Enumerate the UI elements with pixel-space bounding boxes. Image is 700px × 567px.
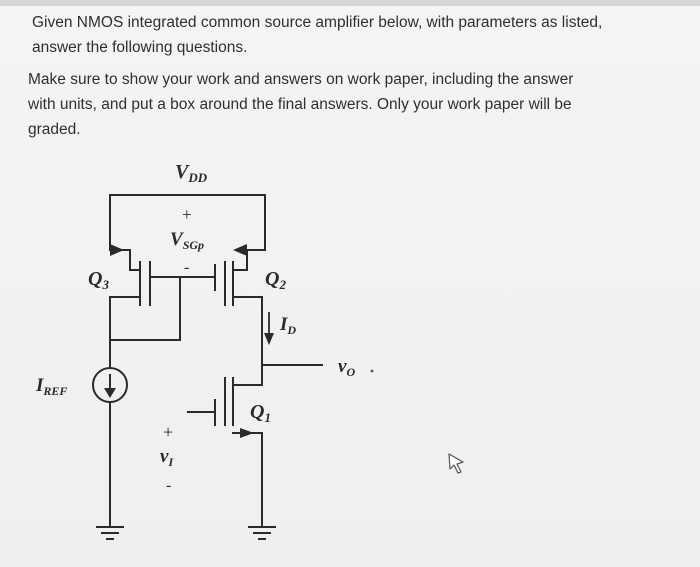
- id-label: ID: [279, 314, 296, 337]
- top-rule: [0, 0, 700, 6]
- ground-icon: [248, 526, 276, 540]
- vdd-rail-wire: [109, 194, 266, 251]
- stray-dot: [370, 369, 374, 373]
- vi-label: vI: [160, 446, 174, 469]
- q1-drain-wire: [232, 364, 263, 386]
- instructions-line-1: Make sure to show your work and answers …: [28, 71, 574, 88]
- vsgp-minus-sign: -: [184, 259, 189, 276]
- ground-icon: [96, 526, 124, 540]
- question-line-1: Given NMOS integrated common source ampl…: [32, 14, 603, 31]
- q2-transistor: [224, 249, 263, 366]
- q2-label: Q2: [265, 268, 286, 292]
- vi-plus-sign: +: [163, 422, 173, 442]
- instructions-line-2: with units, and put a box around the fin…: [28, 96, 572, 113]
- instructions-text: Make sure to show your work and answers …: [28, 67, 678, 142]
- gate-tie-wire: [109, 264, 216, 341]
- id-arrow-icon: [264, 333, 274, 345]
- vo-label: vO: [338, 356, 355, 379]
- cursor-arrow-icon: [448, 453, 464, 474]
- question-text: Given NMOS integrated common source ampl…: [32, 10, 682, 60]
- vi-minus-sign: -: [166, 477, 171, 494]
- iref-label: IREF: [35, 375, 67, 398]
- q3-label: Q3: [88, 268, 109, 292]
- vsgp-plus-sign: +: [182, 205, 192, 224]
- instructions-line-3: graded.: [28, 121, 81, 138]
- vdd-label: VDD: [175, 161, 208, 185]
- q2-source-arrow-icon: [233, 244, 247, 256]
- vsgp-label: VSGp: [170, 229, 204, 252]
- q1-label: Q1: [250, 401, 271, 425]
- question-line-2: answer the following questions.: [32, 39, 248, 56]
- q3-transistor: [109, 249, 151, 341]
- q1-source-arrow-icon: [240, 428, 254, 438]
- q3-source-arrow-icon: [110, 244, 124, 256]
- current-source-icon: [92, 367, 128, 403]
